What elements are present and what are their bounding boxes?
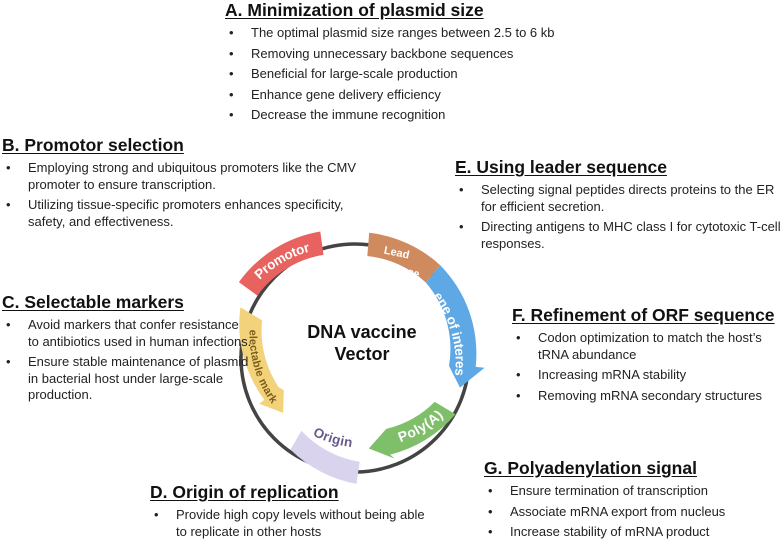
- bullet-list: Selecting signal peptides directs protei…: [455, 182, 784, 252]
- section-orf-refinement: F. Refinement of ORF sequence Codon opti…: [512, 305, 784, 408]
- list-item: The optimal plasmid size ranges between …: [225, 25, 625, 42]
- section-polyadenylation-signal: G. Polyadenylation signal Ensure termina…: [484, 458, 784, 545]
- section-title: A. Minimization of plasmid size: [225, 0, 484, 20]
- section-promotor-selection: B. Promotor selection Employing strong a…: [2, 135, 362, 234]
- segment-lead-label-line1: Lead: [383, 245, 411, 262]
- section-title: B. Promotor selection: [2, 135, 184, 155]
- section-title: G. Polyadenylation signal: [484, 458, 697, 478]
- list-item: Codon optimization to match the host’s t…: [512, 330, 784, 363]
- list-item: Enhance gene delivery efficiency: [225, 87, 625, 104]
- segment-polya: [368, 401, 456, 459]
- section-title: E. Using leader sequence: [455, 157, 668, 177]
- center-title-line2: Vector: [334, 344, 389, 364]
- section-title: F. Refinement of ORF sequence: [512, 305, 775, 325]
- segment-gene-of-interest: [425, 265, 485, 388]
- list-item: Provide high copy levels without being a…: [150, 507, 430, 540]
- segment-lead: [367, 232, 441, 283]
- list-item: Increase stability of mRNA product: [484, 524, 784, 541]
- list-item: Selecting signal peptides directs protei…: [455, 182, 784, 215]
- section-selectable-markers: C. Selectable markers Avoid markers that…: [2, 292, 252, 408]
- section-plasmid-size: A. Minimization of plasmid size The opti…: [225, 0, 625, 128]
- list-item: Ensure stable maintenance of plasmid in …: [2, 354, 252, 404]
- list-item: Ensure termination of transcription: [484, 483, 784, 500]
- list-item: Utilizing tissue-specific promoters enha…: [2, 197, 362, 230]
- center-title-line1: DNA vaccine: [307, 322, 416, 342]
- segment-origin: [290, 430, 360, 484]
- bullet-list: Provide high copy levels without being a…: [150, 507, 430, 540]
- list-item: Associate mRNA export from nucleus: [484, 504, 784, 521]
- list-item: Removing mRNA secondary structures: [512, 388, 784, 405]
- section-origin-of-replication: D. Origin of replication Provide high co…: [150, 482, 430, 544]
- list-item: Avoid markers that confer resistance to …: [2, 317, 252, 350]
- list-item: Increasing mRNA stability: [512, 367, 784, 384]
- section-title: C. Selectable markers: [2, 292, 184, 312]
- segment-promotor: [238, 231, 324, 296]
- bullet-list: The optimal plasmid size ranges between …: [225, 25, 625, 124]
- section-title: D. Origin of replication: [150, 482, 339, 502]
- bullet-list: Ensure termination of transcription Asso…: [484, 483, 784, 541]
- list-item: Decrease the immune recognition: [225, 107, 625, 124]
- list-item: Employing strong and ubiquitous promoter…: [2, 160, 362, 193]
- list-item: Directing antigens to MHC class I for cy…: [455, 219, 784, 252]
- list-item: Beneficial for large-scale production: [225, 66, 625, 83]
- section-leader-sequence: E. Using leader sequence Selecting signa…: [455, 157, 784, 256]
- bullet-list: Codon optimization to match the host’s t…: [512, 330, 784, 404]
- list-item: Removing unnecessary backbone sequences: [225, 46, 625, 63]
- bullet-list: Avoid markers that confer resistance to …: [2, 317, 252, 404]
- bullet-list: Employing strong and ubiquitous promoter…: [2, 160, 362, 230]
